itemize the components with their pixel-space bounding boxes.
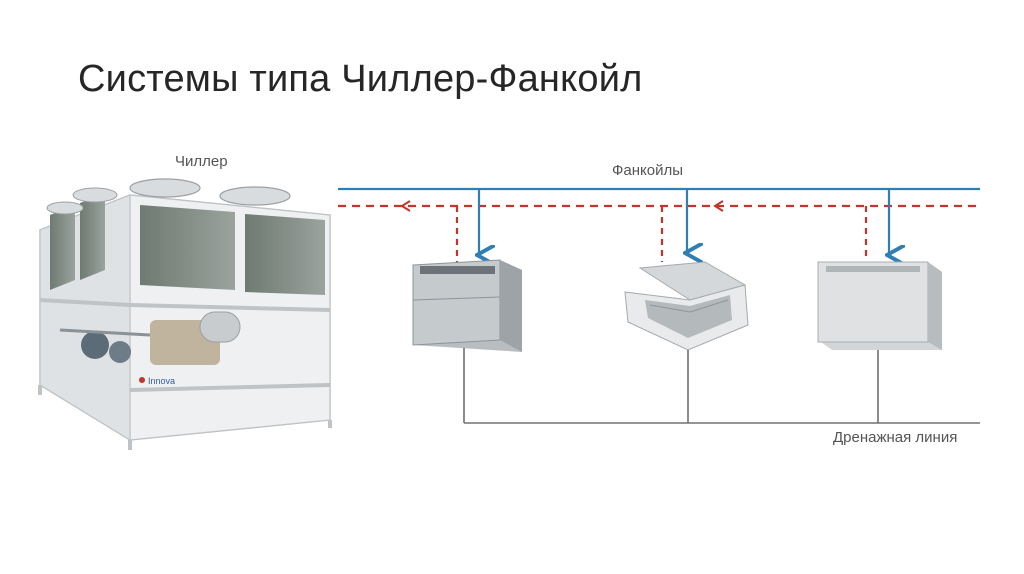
page-title: Системы типа Чиллер-Фанкойл <box>78 58 643 100</box>
chiller-illustration: Innova <box>38 178 332 450</box>
fancoil-cassette-unit <box>624 261 749 351</box>
fancoil-ducted-unit <box>412 259 522 352</box>
svg-text:Innova: Innova <box>148 376 175 386</box>
chiller-label: Чиллер <box>175 153 228 170</box>
drain-line-label: Дренажная линия <box>833 429 957 446</box>
return-arrow-2 <box>713 200 724 212</box>
fancoil-floor-unit <box>817 261 942 350</box>
return-arrow-1 <box>400 200 411 212</box>
fancoils-label: Фанкойлы <box>612 162 683 179</box>
